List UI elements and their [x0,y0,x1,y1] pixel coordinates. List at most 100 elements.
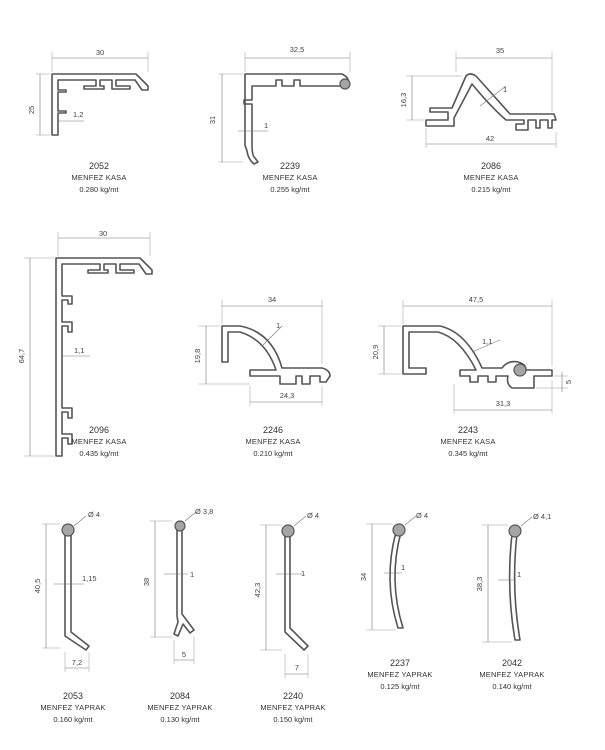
profile-code: 2096 [88,425,110,435]
dim-2096-height: 64,7 [17,349,26,364]
profile-2239-drawing: 32,5 31 1 [208,45,351,165]
dim-2243-width: 47,5 [469,295,484,304]
profile-weight: 0.150 kg/mt [273,715,313,724]
profile-name: MENFEZ YAPRAK [147,703,213,712]
dim-2052-wall: 1,2 [73,110,83,119]
label-2086: 2086 MENFEZ KASA 0.215 kg/mt [446,160,536,196]
profile-2053-bead [61,523,75,537]
profile-name: MENFEZ YAPRAK [40,703,106,712]
dim-2086-wall: 1 [503,85,507,94]
profile-2237-bead [392,523,406,537]
dim-2053-height: 40,5 [33,579,42,594]
profile-name: MENFEZ KASA [71,173,127,182]
label-2239: 2239 MENFEZ KASA 0.255 kg/mt [245,160,335,196]
profile-2237-drawing: Ø 4 34 1 [359,511,428,631]
dim-2243-bottom: 31,3 [496,399,511,408]
profile-weight: 0.345 kg/mt [448,449,488,458]
profile-code: 2243 [457,425,479,435]
profile-2052-drawing: 30 25 1,2 [27,48,149,136]
label-2243: 2243 MENFEZ KASA 0.345 kg/mt [423,424,513,460]
profile-code: 2239 [279,161,301,171]
profile-2042-blade [508,533,521,641]
profile-2084-blade [173,527,195,637]
profile-code: 2086 [480,161,502,171]
dim-2084-wall: 1 [190,570,194,579]
dim-2239-wall: 1 [264,121,268,130]
profile-2053-drawing: Ø 4 40,5 1,15 7,2 [33,510,100,672]
label-2053: 2053 MENFEZ YAPRAK 0.160 kg/mt [28,690,118,726]
profile-2052-section [51,73,149,136]
profile-2084-bead [174,520,186,532]
dim-2240-wall: 1 [301,569,305,578]
profile-weight: 0.210 kg/mt [253,449,293,458]
profile-code: 2240 [282,691,304,701]
dim-2096-width: 30 [99,229,107,238]
profile-2240-bead [281,524,295,538]
dim-2053-diameter: Ø 4 [88,510,100,519]
dim-2084-bottom: 5 [182,650,186,659]
profile-weight: 0.280 kg/mt [79,185,119,194]
profile-2096-drawing: 30 64,7 1,1 [17,229,153,457]
profile-2239-bead [339,78,351,90]
profile-weight: 0.215 kg/mt [471,185,511,194]
dim-2237-wall: 1 [401,563,405,572]
profile-weight: 0.125 kg/mt [380,682,420,691]
profile-2240-drawing: Ø 4 42,3 1 7 [253,511,319,678]
dim-2042-diameter: Ø 4,1 [533,512,551,521]
dim-2243-wall: 1,1 [482,337,492,346]
dim-2052-height: 25 [27,106,36,114]
profile-name: MENFEZ KASA [262,173,318,182]
dim-2096-wall: 1,1 [74,346,84,355]
profile-2086-section [425,73,557,131]
profile-name: MENFEZ KASA [245,437,301,446]
profile-weight: 0.255 kg/mt [270,185,310,194]
profile-code: 2053 [62,691,84,701]
label-2240: 2240 MENFEZ YAPRAK 0.150 kg/mt [248,690,338,726]
dim-2042-wall: 1 [517,570,521,579]
dim-2053-wall: 1,15 [82,574,97,583]
profile-weight: 0.160 kg/mt [53,715,93,724]
label-2237: 2237 MENFEZ YAPRAK 0.125 kg/mt [355,657,445,693]
dim-2240-height: 42,3 [253,583,262,598]
dim-2042-height: 38,3 [475,577,484,592]
profile-weight: 0.140 kg/mt [492,682,532,691]
label-2052: 2052 MENFEZ KASA 0.280 kg/mt [54,160,144,196]
profile-weight: 0.435 kg/mt [79,449,119,458]
dim-2239-width: 32,5 [290,45,305,54]
dim-2240-bottom: 7 [295,663,299,672]
label-2084: 2084 MENFEZ YAPRAK 0.130 kg/mt [135,690,225,726]
profile-code: 2084 [169,691,191,701]
profile-2053-blade [64,531,90,651]
label-2246: 2246 MENFEZ KASA 0.210 kg/mt [228,424,318,460]
profile-2243-bead [513,363,527,377]
dim-2086-width-bottom: 42 [486,134,494,143]
profile-name: MENFEZ KASA [71,437,127,446]
dim-2086-width-top: 35 [496,46,504,55]
dim-2240-diameter: Ø 4 [307,511,319,520]
label-2042: 2042 MENFEZ YAPRAK 0.140 kg/mt [467,657,557,693]
dim-2052-width: 30 [96,48,104,57]
dim-2053-bottom: 7,2 [72,658,82,667]
profile-code: 2246 [262,425,284,435]
profile-2246-drawing: 34 19,8 24,3 1 [193,295,331,406]
dim-2239-height: 31 [208,116,217,124]
profile-code: 2052 [88,161,110,171]
dim-2084-height: 38 [142,578,151,586]
dim-2243-step: 5 [564,380,573,384]
profile-2239-section [243,73,350,165]
profile-name: MENFEZ KASA [463,173,519,182]
profile-2240-blade [284,532,309,651]
profile-name: MENFEZ YAPRAK [479,670,545,679]
dim-2246-wall: 1 [276,321,280,330]
profile-code: 2237 [389,658,411,668]
dim-2237-diameter: Ø 4 [416,511,428,520]
profile-code: 2042 [501,658,523,668]
profile-2237-blade [389,531,404,629]
profile-2243-drawing: 47,5 20,9 31,3 5 1,1 [371,295,573,414]
profile-name: MENFEZ KASA [440,437,496,446]
dim-2246-width: 34 [268,295,276,304]
label-2096: 2096 MENFEZ KASA 0.435 kg/mt [54,424,144,460]
profile-2096-section [55,257,153,457]
profile-name: MENFEZ YAPRAK [367,670,433,679]
